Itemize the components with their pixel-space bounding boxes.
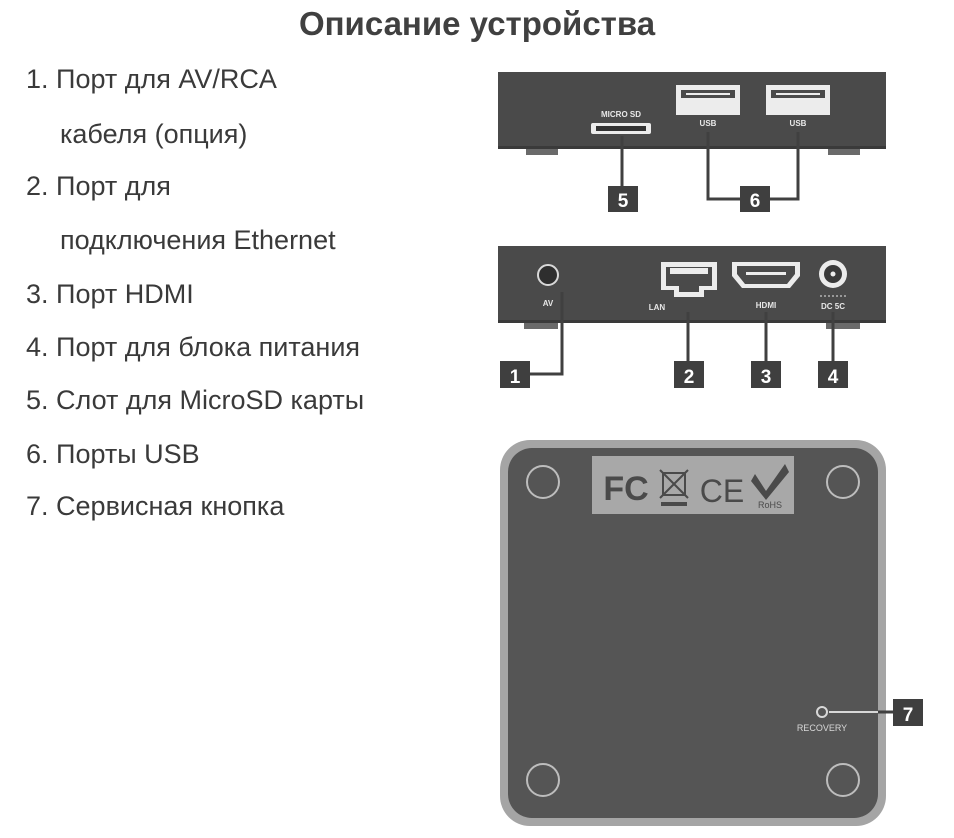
callout-badge-3 xyxy=(751,361,781,388)
dc-jack-pin xyxy=(830,271,836,277)
item-text: Сервисная кнопка xyxy=(56,491,285,521)
item-number: 1. xyxy=(26,64,49,94)
list-item: 2. Порт для xyxy=(26,173,171,200)
hdmi-label: HDMI xyxy=(756,301,776,310)
list-item: 1. Порт для AV/RCA xyxy=(26,66,277,93)
item-text: Слот для MicroSD карты xyxy=(56,385,365,415)
ce-logo: CE xyxy=(700,473,744,509)
device-base xyxy=(508,448,878,818)
lan-label: LAN xyxy=(649,303,666,312)
usb-label: USB xyxy=(700,119,717,128)
callout-number: 2 xyxy=(684,367,695,388)
item-text: Порт HDMI xyxy=(56,279,194,309)
usb-label: USB xyxy=(790,119,807,128)
microsd-slot-opening xyxy=(596,126,646,131)
callout-badge-1 xyxy=(500,361,530,388)
usb-port-icon xyxy=(766,85,830,115)
av-jack-icon xyxy=(537,264,559,286)
side-panel-usb: MICRO SD USB USB 5 6 xyxy=(498,72,886,212)
fcc-logo: FC xyxy=(603,470,648,508)
item-text: Порт для AV/RCA xyxy=(56,64,277,94)
panel-foot xyxy=(526,149,558,155)
item-number: 3. xyxy=(26,279,49,309)
callout-number: 6 xyxy=(750,191,761,212)
callout-number: 7 xyxy=(903,705,914,726)
list-item: 4. Порт для блока питания xyxy=(26,334,360,361)
item-number: 2. xyxy=(26,171,49,201)
callout-number: 3 xyxy=(761,367,772,388)
bottom-view: FC CE RoHS RECOVERY 7 xyxy=(500,440,923,826)
panel-edge xyxy=(498,320,886,323)
callout-badge-6 xyxy=(740,186,770,212)
rohs-label: RoHS xyxy=(758,500,782,510)
list-item: 7. Сервисная кнопка xyxy=(26,493,284,520)
rubber-foot-icon xyxy=(526,465,560,499)
panel-foot xyxy=(828,149,860,155)
recovery-button-icon xyxy=(816,706,828,718)
item-number: 5. xyxy=(26,385,49,415)
item-text: Порт для xyxy=(56,171,171,201)
list-item: 5. Слот для MicroSD карты xyxy=(26,387,364,414)
callout-number: 4 xyxy=(828,367,839,388)
lan-port-pins xyxy=(670,268,708,274)
usb-port-pins xyxy=(686,93,730,95)
recovery-label: RECOVERY xyxy=(797,723,847,733)
usb-port-icon xyxy=(676,85,740,115)
microsd-label: MICRO SD xyxy=(601,110,641,119)
panel-foot xyxy=(524,323,558,329)
list-item-continuation: подключения Ethernet xyxy=(60,225,336,255)
item-number: 4. xyxy=(26,332,49,362)
leader-line-1 xyxy=(530,292,564,376)
panel-edge xyxy=(498,146,886,149)
weee-bin-icon xyxy=(659,469,689,506)
panel-foot xyxy=(826,323,860,329)
back-panel: AV LAN HDMI DC 5C 1 2 3 4 xyxy=(498,246,886,388)
rubber-foot-icon xyxy=(826,465,860,499)
item-number: 6. xyxy=(26,439,49,469)
hdmi-port-pins xyxy=(746,272,786,275)
list-item: 6. Порты USB xyxy=(26,441,200,468)
list-item: 3. Порт HDMI xyxy=(26,281,194,308)
usb-port-pins xyxy=(776,93,820,95)
av-label: AV xyxy=(543,299,554,308)
item-text: Порт для блока питания xyxy=(56,332,361,362)
page-title: Описание устройства xyxy=(298,5,656,42)
dc-label: DC 5C xyxy=(821,302,845,311)
callout-number: 1 xyxy=(510,367,521,388)
rohs-check-icon xyxy=(751,464,789,500)
list-item-continuation: кабеля (опция) xyxy=(60,119,248,149)
callout-badge-7 xyxy=(893,699,923,726)
callout-badge-4 xyxy=(818,361,848,388)
callout-badge-2 xyxy=(674,361,704,388)
callout-badge-5 xyxy=(608,186,638,212)
rubber-foot-icon xyxy=(826,763,860,797)
rubber-foot-icon xyxy=(526,763,560,797)
item-text: Порты USB xyxy=(56,439,200,469)
item-number: 7. xyxy=(26,491,49,521)
callout-number: 5 xyxy=(618,191,629,212)
